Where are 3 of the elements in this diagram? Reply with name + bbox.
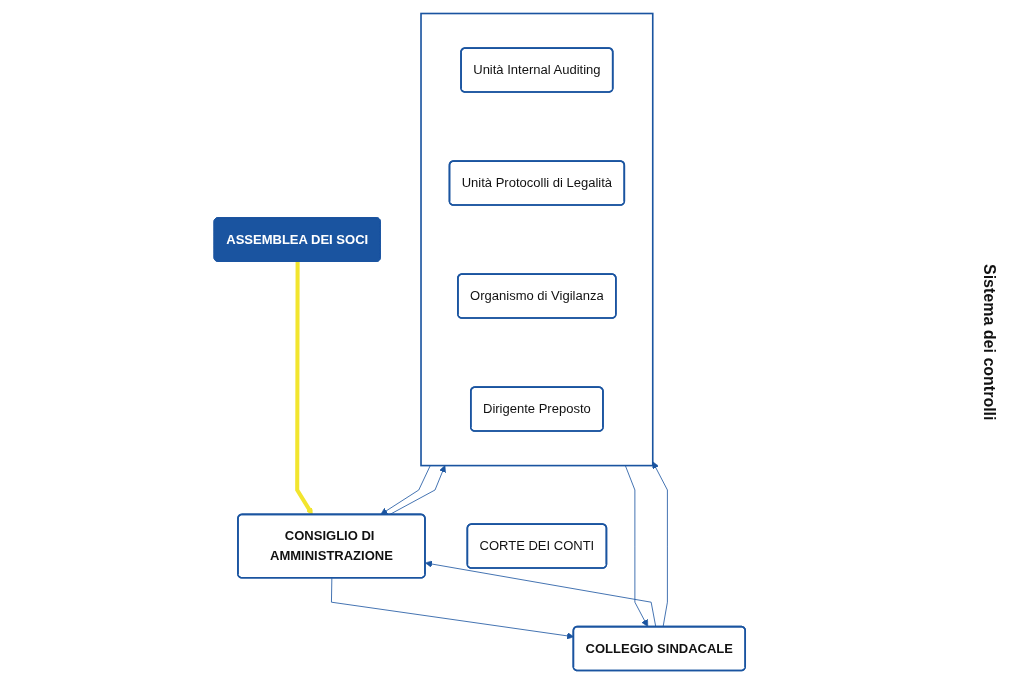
arrow	[295, 261, 313, 516]
group-label: Sistema dei controlli	[980, 263, 998, 421]
cluster	[420, 12, 654, 467]
